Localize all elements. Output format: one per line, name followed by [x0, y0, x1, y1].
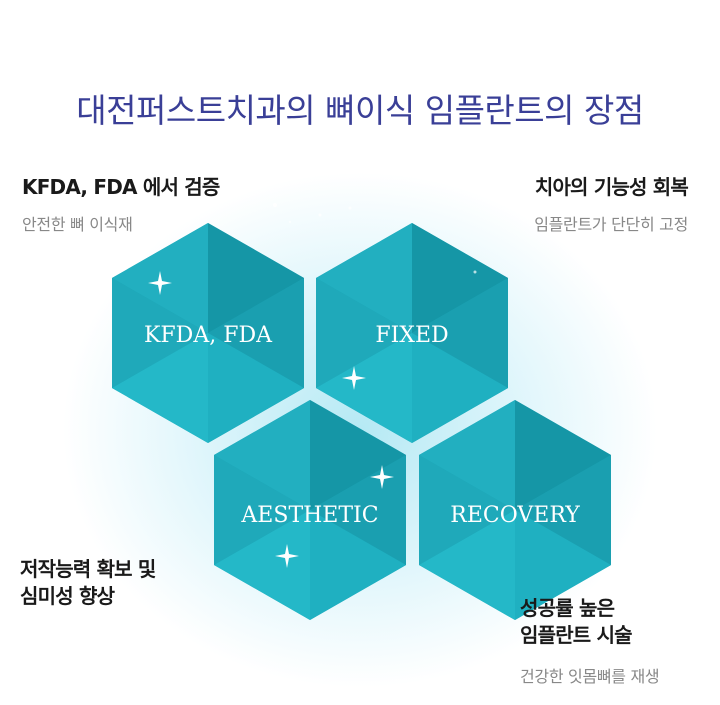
benefit-function: 치아의 기능성 회복 임플란트가 단단히 고정: [534, 174, 689, 235]
hexagon-aesthetic: AESTHETIC: [214, 400, 406, 620]
benefit-kfda-subtext: 안전한 뼈 이식재: [22, 215, 133, 234]
hexagon-kfda: KFDA, FDA: [112, 223, 304, 443]
sparkle-icon: [342, 366, 366, 390]
sparkle-icon: [370, 465, 394, 489]
benefit-function-subtext: 임플란트가 단단히 고정: [534, 215, 688, 234]
sparkle-icons: [148, 203, 477, 568]
benefit-recovery-heading-line2: 임플란트 시술: [520, 623, 633, 647]
benefit-aesthetic: 저작능력 확보 및 심미성 향상: [20, 556, 156, 610]
hexagon-aesthetic-label: AESTHETIC: [240, 503, 378, 528]
sparkle-icon: [275, 544, 299, 568]
benefit-recovery: 성공률 높은 임플란트 시술 건강한 잇몸뼈를 재생: [520, 595, 660, 687]
hexagon-recovery-label: RECOVERY: [450, 503, 580, 528]
hexagon-recovery: RECOVERY: [419, 400, 611, 620]
benefit-recovery-heading-line1: 성공률 높은: [520, 596, 615, 620]
sparkle-icon: [148, 271, 172, 295]
benefit-kfda-heading: KFDA, FDA 에서 검증: [22, 175, 220, 199]
benefit-kfda: KFDA, FDA 에서 검증 안전한 뼈 이식재: [22, 174, 220, 235]
hexagon-kfda-label: KFDA, FDA: [144, 323, 273, 348]
hexagon-fixed: FIXED: [316, 223, 508, 443]
hexagon-fixed-label: FIXED: [375, 323, 448, 348]
page-title: 대전퍼스트치과의 뼈이식 임플란트의 장점: [76, 91, 644, 130]
benefit-function-heading: 치아의 기능성 회복: [534, 175, 689, 199]
benefit-recovery-subtext: 건강한 잇몸뼈를 재생: [520, 667, 660, 686]
benefit-aesthetic-heading-line2: 심미성 향상: [20, 584, 115, 608]
benefit-aesthetic-heading-line1: 저작능력 확보 및: [20, 557, 156, 581]
